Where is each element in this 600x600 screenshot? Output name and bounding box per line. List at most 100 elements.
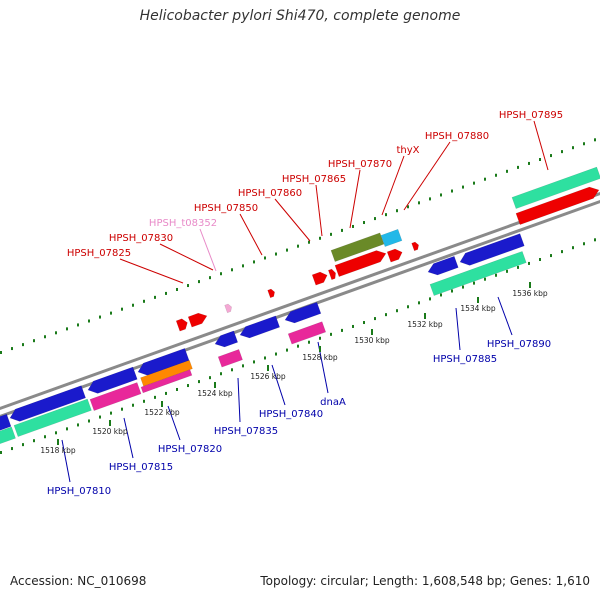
kbp-tick-label: 1526 kbp bbox=[250, 372, 286, 381]
inner-dotted-line bbox=[330, 332, 332, 336]
hpsh-07825-label: HPSH_07825 bbox=[67, 248, 131, 259]
hpsh-07840-leader bbox=[271, 364, 286, 406]
outer-dotted-line bbox=[539, 158, 541, 162]
gene-hpsh-07895-rna bbox=[511, 166, 600, 209]
dotted-scale-lines bbox=[0, 138, 596, 454]
hpsh-07850-leader bbox=[239, 213, 263, 256]
kbp-tick-label: 1536 kbp bbox=[512, 289, 548, 298]
outer-dotted-line bbox=[363, 221, 365, 225]
outer-dotted-line bbox=[407, 205, 409, 209]
backbone-outer bbox=[0, 191, 600, 411]
inner-dotted-line bbox=[242, 364, 244, 368]
outer-dotted-line bbox=[418, 201, 420, 205]
kbp-tick-label: 1520 kbp bbox=[92, 427, 128, 436]
hpsh-07815-leader bbox=[123, 417, 134, 459]
inner-dotted-line bbox=[583, 242, 585, 246]
hpsh-07810-label: HPSH_07810 bbox=[47, 486, 111, 497]
kbp-tick-mark bbox=[424, 313, 426, 319]
hpsh-07825-leader bbox=[119, 258, 184, 284]
hpsh-07820-leader bbox=[167, 405, 181, 441]
hpsh-07830-label: HPSH_07830 bbox=[109, 233, 173, 244]
outer-dotted-line bbox=[44, 335, 46, 339]
inner-dotted-line bbox=[176, 387, 178, 391]
outer-dotted-line bbox=[187, 284, 189, 288]
outer-dotted-line bbox=[253, 260, 255, 264]
outer-dotted-line bbox=[132, 303, 134, 307]
inner-dotted-line bbox=[429, 297, 431, 301]
kbp-tick-label: 1524 kbp bbox=[197, 389, 233, 398]
inner-dotted-line bbox=[594, 238, 596, 242]
inner-dotted-line bbox=[550, 254, 552, 258]
outer-dotted-line bbox=[517, 165, 519, 169]
kbp-tick-mark bbox=[319, 346, 321, 352]
outer-dotted-line bbox=[143, 299, 145, 303]
gene-dnaa bbox=[284, 301, 322, 324]
outer-dotted-line bbox=[308, 240, 310, 244]
inner-dotted-line bbox=[407, 305, 409, 309]
inner-dotted-line bbox=[418, 301, 420, 305]
inner-dotted-line bbox=[22, 443, 24, 447]
kbp-tick-mark bbox=[214, 382, 216, 388]
inner-dotted-line bbox=[385, 313, 387, 317]
inner-dotted-line bbox=[440, 293, 442, 297]
outer-dotted-line bbox=[385, 213, 387, 217]
outer-dotted-line bbox=[231, 268, 233, 272]
gene-teal-3 bbox=[429, 250, 527, 296]
outer-dotted-line bbox=[275, 252, 277, 256]
inner-dotted-line bbox=[363, 321, 365, 325]
outer-dotted-line bbox=[319, 236, 321, 240]
inner-dotted-line bbox=[308, 340, 310, 344]
kbp-tick-label: 1530 kbp bbox=[354, 336, 390, 345]
outer-dotted-line bbox=[264, 256, 266, 260]
gene-hpsh-07895 bbox=[515, 186, 600, 225]
gene-hpsh-07885 bbox=[427, 255, 459, 276]
kbp-tick-label: 1534 kbp bbox=[460, 304, 496, 313]
outer-dotted-line bbox=[429, 197, 431, 201]
outer-dotted-line bbox=[22, 343, 24, 347]
outer-dotted-line bbox=[572, 146, 574, 150]
gene-teal-1 bbox=[0, 426, 16, 447]
gene-hpsh-07840 bbox=[239, 315, 281, 339]
hpsh-t08352-label: HPSH_t08352 bbox=[149, 218, 217, 229]
outer-dotted-line bbox=[110, 311, 112, 315]
hpsh-07865-leader bbox=[315, 184, 323, 237]
outer-dotted-line bbox=[99, 315, 101, 319]
inner-dotted-line bbox=[319, 336, 321, 340]
inner-dotted-line bbox=[66, 427, 68, 431]
hpsh-07885-label: HPSH_07885 bbox=[433, 354, 497, 365]
outer-dotted-line bbox=[561, 150, 563, 154]
outer-dotted-line bbox=[121, 307, 123, 311]
outer-dotted-line bbox=[209, 276, 211, 280]
kbp-tick-mark bbox=[267, 365, 269, 371]
outer-dotted-line bbox=[198, 280, 200, 284]
hpsh-07890-leader bbox=[497, 296, 513, 336]
genome-summary-text: Topology: circular; Length: 1,608,548 bp… bbox=[260, 574, 590, 588]
hpsh-07895-label: HPSH_07895 bbox=[499, 110, 563, 121]
inner-dotted-line bbox=[506, 269, 508, 273]
gene-hpsh-07890 bbox=[459, 233, 525, 266]
inner-dotted-line bbox=[220, 372, 222, 376]
gene-hpsh-07815 bbox=[87, 366, 138, 394]
inner-dotted-line bbox=[187, 384, 189, 388]
inner-dotted-line bbox=[275, 352, 277, 356]
hpsh-07850-label: HPSH_07850 bbox=[194, 203, 258, 214]
inner-dotted-line bbox=[198, 380, 200, 384]
inner-dotted-line bbox=[154, 395, 156, 399]
inner-dotted-line bbox=[121, 407, 123, 411]
gene-hpsh-07830 bbox=[187, 312, 208, 328]
hpsh-07835-leader bbox=[237, 377, 241, 423]
hpsh-07815-label: HPSH_07815 bbox=[109, 462, 173, 473]
kbp-tick-label: 1532 kbp bbox=[407, 320, 443, 329]
inner-dotted-line bbox=[99, 415, 101, 419]
inner-dotted-line bbox=[110, 411, 112, 415]
gene-hpsh-07810 bbox=[9, 385, 86, 422]
inner-dotted-line bbox=[77, 423, 79, 427]
kbp-tick-label: 1518 kbp bbox=[40, 446, 76, 455]
hpsh-07890-label: HPSH_07890 bbox=[487, 339, 551, 350]
outer-dotted-line bbox=[462, 185, 464, 189]
kbp-tick-mark bbox=[109, 420, 111, 426]
outer-dotted-line bbox=[0, 351, 2, 354]
inner-dotted-line bbox=[165, 391, 167, 395]
gene-hpsh-07870b bbox=[386, 248, 403, 263]
